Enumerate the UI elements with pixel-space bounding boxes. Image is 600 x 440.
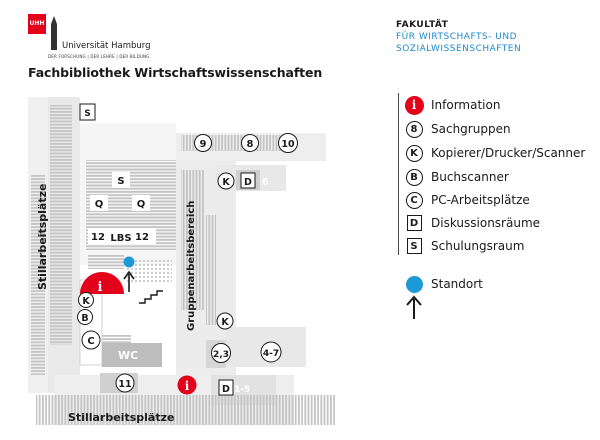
room-wc [102, 343, 162, 367]
legend-label: Schulungsraum [431, 239, 525, 253]
marker-b-left [77, 309, 93, 325]
university-name: Universität Hamburg [62, 41, 151, 51]
legend-glyph: S [404, 236, 424, 256]
info-desk-main [80, 272, 124, 294]
faculty-block: FAKULTÄT FÜR WIRTSCHAFTS- UND SOZIALWISS… [396, 19, 521, 55]
legend-glyph: 8 [404, 119, 424, 139]
marker-k-middle [216, 312, 234, 330]
legend-glyph: B [404, 167, 424, 187]
legend-symbol-circle-icon: K [405, 144, 423, 162]
label-room-1-5: 1-5 [234, 385, 250, 395]
label-10: 10 [281, 139, 295, 150]
stairs-icon [139, 290, 163, 304]
legend-symbol-circle-icon: C [405, 191, 423, 209]
legend-item-diskussionsr-ume: D Diskussionsräume [404, 213, 540, 233]
label-s-shelves: S [117, 176, 124, 187]
legend-glyph: i [404, 95, 424, 115]
logo-tower-icon [51, 16, 57, 50]
label-12-left: 12 [91, 232, 105, 243]
label-k-middle: K [221, 317, 229, 328]
label-4-7: 4-7 [263, 349, 279, 359]
legend-divider [398, 93, 399, 255]
label-9: 9 [200, 139, 207, 150]
legend-item-pc-arbeitspl-tze: C PC-Arbeitsplätze [404, 190, 530, 210]
label-q-left: Q [95, 199, 104, 210]
legend-item-standort: Standort [404, 274, 483, 294]
legend-label: Buchscanner [431, 170, 509, 184]
legend-symbol-square-icon: S [406, 238, 422, 254]
standort-dot-icon [404, 274, 424, 294]
label-room-6: 6 [262, 177, 269, 188]
legend-glyph: C [404, 190, 424, 210]
legend-symbol-circle-icon: B [405, 168, 423, 186]
label-2-3: 2,3 [213, 350, 229, 360]
logo-mark: UHH [28, 14, 46, 34]
label-q-right: Q [137, 199, 146, 210]
legend-glyph: D [404, 213, 424, 233]
info-desk-bottom [177, 375, 197, 395]
marker-k-left [78, 292, 94, 308]
legend-label: Information [431, 98, 501, 112]
label-12-right: 12 [135, 232, 149, 243]
marker-c-left [81, 330, 101, 350]
label-d-bottom: D [222, 384, 230, 395]
legend-item-kopierer-drucker-scanner: K Kopierer/Drucker/Scanner [404, 143, 585, 163]
marker-8 [241, 134, 259, 152]
area-label-stillarbeit-bottom: Stillarbeitsplätze [68, 411, 174, 424]
label-11: 11 [118, 379, 131, 390]
marker-k-upper-right [217, 172, 235, 190]
legend-label: Sachgruppen [431, 122, 511, 136]
label-8: 8 [247, 139, 254, 150]
legend-label-standort: Standort [431, 277, 483, 291]
legend-item-sachgruppen: 8 Sachgruppen [404, 119, 511, 139]
marker-2-3 [211, 343, 231, 363]
marker-d-bottom [218, 379, 234, 396]
area-label-stillarbeit-left: Stillarbeitsplätze [36, 184, 49, 290]
legend-symbol-circle-icon: 8 [405, 120, 423, 138]
legend-label: PC-Arbeitsplätze [431, 193, 530, 207]
standort-arrow-icon [406, 295, 422, 319]
university-logo: UHH Universität Hamburg DER FORSCHUNG | … [28, 14, 151, 59]
marker-9 [194, 134, 212, 152]
faculty-line-2: SOZIALWISSENSCHAFTEN [396, 44, 522, 54]
marker-d-upper-right [240, 172, 256, 189]
faculty-line-1: FÜR WIRTSCHAFTS- UND [396, 32, 518, 42]
legend-symbol-info-icon: i [404, 95, 424, 115]
label-k-left: K [82, 296, 90, 307]
label-b-left: B [81, 313, 88, 324]
standort-marker [123, 256, 135, 268]
legend-glyph: K [404, 143, 424, 163]
university-tagline: DER FORSCHUNG | DER LEHRE | DER BILDUNG [48, 54, 150, 59]
marker-s-top [79, 103, 96, 121]
legend-symbol-square-icon: D [406, 215, 422, 231]
info-desk-bottom-label: i [185, 379, 190, 393]
page-title: Fachbibliothek Wirtschaftswissenschaften [28, 65, 323, 80]
legend-label: Diskussionsräume [431, 216, 541, 230]
label-k-upper-right: K [222, 177, 230, 188]
faculty-title: FAKULTÄT [396, 20, 449, 30]
label-wc: WC [118, 349, 138, 362]
legend-item-schulungsraum: S Schulungsraum [404, 236, 524, 256]
label-s-top: S [84, 109, 90, 119]
marker-11 [115, 373, 135, 393]
marker-10 [278, 133, 298, 153]
legend-item-information: i Information [404, 95, 500, 115]
label-d-upper-right: D [244, 177, 252, 188]
marker-4-7 [260, 341, 282, 363]
area-label-gruppenarbeit: Gruppenarbeitsbereich [186, 201, 197, 331]
standort-map-arrow-icon [123, 270, 135, 292]
label-lbs: LBS [110, 233, 131, 244]
label-c-left: C [87, 336, 94, 347]
legend-item-buchscanner: B Buchscanner [404, 167, 509, 187]
legend-label: Kopierer/Drucker/Scanner [431, 146, 586, 160]
info-desk-main-label: i [98, 280, 103, 295]
floor-map: Stillarbeitsplätze Stillarbeitsplätze Gr… [28, 97, 336, 425]
